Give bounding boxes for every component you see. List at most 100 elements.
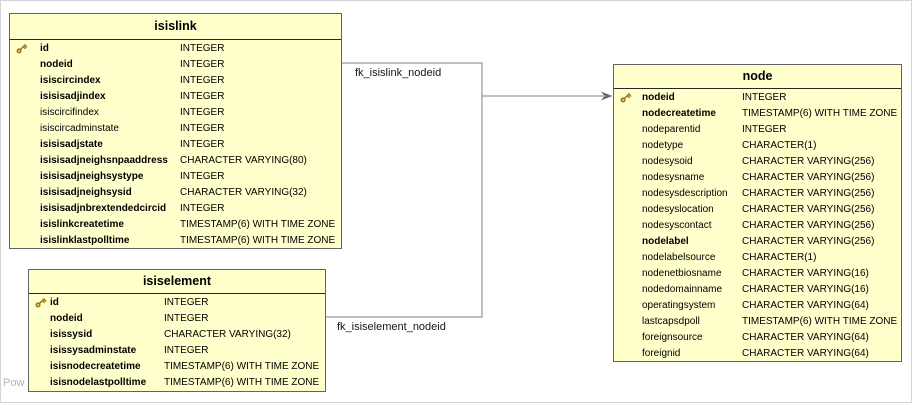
table-row: nodesyslocation CHARACTER VARYING(256) — [614, 202, 901, 218]
column-name: id — [50, 297, 59, 308]
column-name: isislinklastpolltime — [40, 235, 130, 246]
arrowhead-icon — [601, 91, 613, 101]
column-name: nodeid — [642, 92, 675, 103]
table-row: isisisadjneighsnpaaddress CHARACTER VARY… — [10, 153, 341, 169]
table-row: isisnodecreatetime TIMESTAMP(6) WITH TIM… — [29, 359, 325, 375]
fk-label-isislink-nodeid: fk_isislink_nodeid — [355, 67, 442, 79]
column-type: INTEGER — [742, 92, 787, 103]
column-name: isisisadjnbrextendedcircid — [40, 203, 167, 214]
column-type: CHARACTER VARYING(16) — [742, 284, 869, 295]
table-row: foreignid CHARACTER VARYING(64) — [614, 346, 901, 362]
column-type: TIMESTAMP(6) WITH TIME ZONE — [180, 219, 336, 230]
table-row: nodeid INTEGER — [10, 57, 341, 73]
column-type: INTEGER — [180, 171, 225, 182]
column-name: foreignid — [642, 348, 681, 359]
column-type: CHARACTER VARYING(64) — [742, 348, 869, 359]
column-name: isisisadjstate — [40, 139, 103, 150]
table-row: isislinkcreatetime TIMESTAMP(6) WITH TIM… — [10, 217, 341, 233]
column-type: TIMESTAMP(6) WITH TIME ZONE — [164, 361, 320, 372]
column-type: CHARACTER(1) — [742, 252, 817, 263]
column-name: isissysid — [50, 329, 93, 340]
column-type: INTEGER — [180, 139, 225, 150]
table-row: nodenetbiosname CHARACTER VARYING(16) — [614, 266, 901, 282]
table-row: isisisadjstate INTEGER — [10, 137, 341, 153]
column-name: isissysadminstate — [50, 345, 137, 356]
fk-isislink-line — [326, 62, 483, 318]
column-list: id INTEGER nodeid INTEGER isiscircindex … — [10, 40, 341, 249]
table-row: nodedomainname CHARACTER VARYING(16) — [614, 282, 901, 298]
table-row: operatingsystem CHARACTER VARYING(64) — [614, 298, 901, 314]
fk-label-isiselement-nodeid: fk_isiselement_nodeid — [337, 321, 446, 333]
column-type: TIMESTAMP(6) WITH TIME ZONE — [164, 377, 320, 388]
column-type: INTEGER — [180, 59, 225, 70]
column-name: id — [40, 43, 49, 54]
column-type: CHARACTER VARYING(32) — [164, 329, 291, 340]
column-name: nodeparentid — [642, 124, 701, 135]
table-title: isiselement — [29, 270, 325, 294]
column-type: CHARACTER VARYING(256) — [742, 156, 875, 167]
column-name: nodesysname — [642, 172, 705, 183]
column-type: INTEGER — [742, 124, 787, 135]
column-name: isiscircindex — [40, 75, 101, 86]
column-name: nodelabelsource — [642, 252, 716, 263]
column-name: nodecreatetime — [642, 108, 716, 119]
column-name: operatingsystem — [642, 300, 716, 311]
column-type: CHARACTER VARYING(64) — [742, 300, 869, 311]
column-name: lastcapsdpoll — [642, 316, 700, 327]
table-title: node — [614, 65, 901, 89]
table-isislink[interactable]: isislink id INTEGER nodeid INTEGER isisc… — [9, 13, 342, 249]
column-list: id INTEGER nodeid INTEGER isissysid CHAR… — [29, 294, 325, 391]
column-type: INTEGER — [164, 313, 209, 324]
table-row: isiscircifindex INTEGER — [10, 105, 341, 121]
column-type: TIMESTAMP(6) WITH TIME ZONE — [180, 235, 336, 246]
table-row: nodesyscontact CHARACTER VARYING(256) — [614, 218, 901, 234]
column-type: INTEGER — [180, 91, 225, 102]
column-name: isisnodelastpolltime — [50, 377, 147, 388]
table-row: nodesysname CHARACTER VARYING(256) — [614, 170, 901, 186]
column-name: nodesysoid — [642, 156, 693, 167]
column-type: CHARACTER VARYING(256) — [742, 204, 875, 215]
column-type: CHARACTER(1) — [742, 140, 817, 151]
table-row: isisisadjneighsystype INTEGER — [10, 169, 341, 185]
column-type: INTEGER — [180, 107, 225, 118]
column-name: nodenetbiosname — [642, 268, 722, 279]
watermark-text: Pow — [3, 377, 25, 389]
column-type: CHARACTER VARYING(16) — [742, 268, 869, 279]
column-type: INTEGER — [164, 297, 209, 308]
column-name: nodetype — [642, 140, 684, 151]
table-row: isisisadjneighsysid CHARACTER VARYING(32… — [10, 185, 341, 201]
table-row: nodeid INTEGER — [614, 90, 901, 106]
table-row: isisnodelastpolltime TIMESTAMP(6) WITH T… — [29, 375, 325, 391]
column-name: nodelabel — [642, 236, 689, 247]
table-row: foreignsource CHARACTER VARYING(64) — [614, 330, 901, 346]
column-name: isisisadjneighsnpaaddress — [40, 155, 168, 166]
column-list: nodeid INTEGER nodecreatetime TIMESTAMP(… — [614, 89, 901, 362]
table-row: id INTEGER — [29, 295, 325, 311]
table-row: nodeparentid INTEGER — [614, 122, 901, 138]
table-node[interactable]: node nodeid INTEGER nodecreatetime TIMES… — [613, 64, 902, 362]
table-row: nodesysoid CHARACTER VARYING(256) — [614, 154, 901, 170]
column-name: isisisadjindex — [40, 91, 106, 102]
table-row: isissysadminstate INTEGER — [29, 343, 325, 359]
column-type: INTEGER — [180, 123, 225, 134]
column-name: isislinkcreatetime — [40, 219, 124, 230]
column-type: INTEGER — [180, 203, 225, 214]
column-name: foreignsource — [642, 332, 703, 343]
table-isiselement[interactable]: isiselement id INTEGER nodeid INTEGER is… — [28, 269, 326, 392]
column-name: isisnodecreatetime — [50, 361, 141, 372]
primary-key-icon — [15, 42, 28, 55]
column-type: INTEGER — [180, 75, 225, 86]
column-type: CHARACTER VARYING(256) — [742, 236, 875, 247]
table-row: nodeid INTEGER — [29, 311, 325, 327]
table-row: nodecreatetime TIMESTAMP(6) WITH TIME ZO… — [614, 106, 901, 122]
column-type: CHARACTER VARYING(256) — [742, 220, 875, 231]
table-row: isislinklastpolltime TIMESTAMP(6) WITH T… — [10, 233, 341, 249]
column-type: INTEGER — [180, 43, 225, 54]
table-row: nodelabel CHARACTER VARYING(256) — [614, 234, 901, 250]
column-name: nodesyslocation — [642, 204, 714, 215]
table-row: isissysid CHARACTER VARYING(32) — [29, 327, 325, 343]
column-type: CHARACTER VARYING(64) — [742, 332, 869, 343]
column-type: TIMESTAMP(6) WITH TIME ZONE — [742, 108, 898, 119]
